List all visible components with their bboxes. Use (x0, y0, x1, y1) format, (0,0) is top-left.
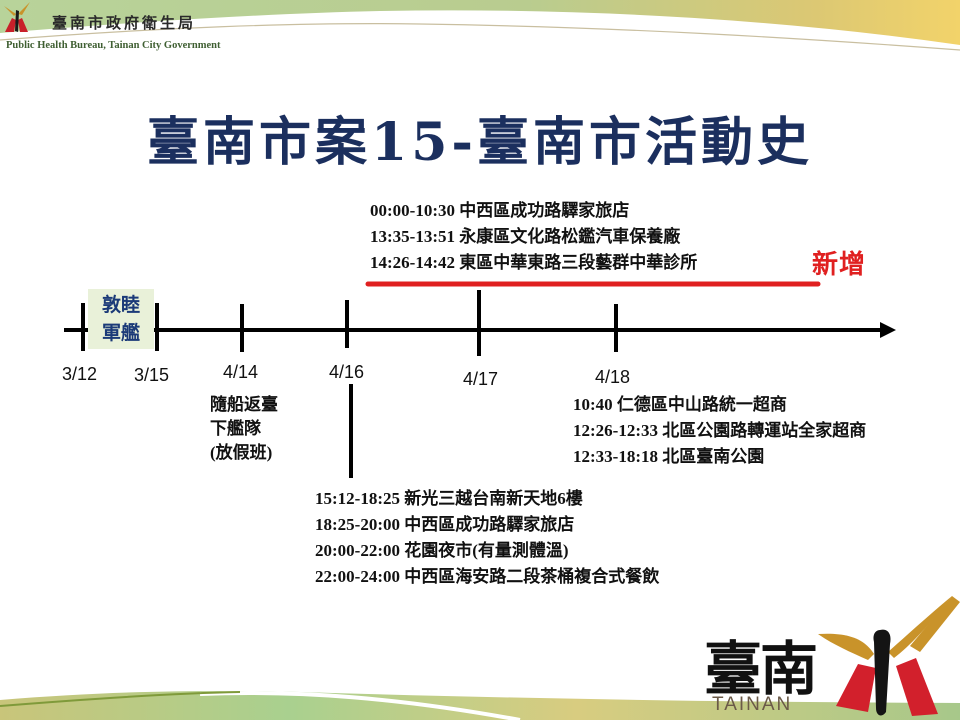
footer-logo-text-cn: 臺南 (704, 635, 818, 703)
header-title-cn: 臺南市政府衛生局 (52, 14, 197, 32)
event-line: 隨船返臺 (210, 395, 278, 414)
tainan-logo-icon (4, 2, 30, 32)
event-line: 12:26-12:33 北區公園路轉運站全家超商 (573, 421, 867, 440)
event-line: (放假班) (210, 443, 273, 462)
events-4-18: 10:40 仁德區中山路統一超商 12:26-12:33 北區公園路轉運站全家超… (573, 392, 866, 470)
ship-box-line2: 軍艦 (101, 322, 140, 344)
date-label-4-14: 4/14 (223, 362, 259, 382)
date-label-4-17: 4/17 (463, 369, 499, 389)
event-line: 22:00-24:00 中西區海安路二段茶桶複合式餐飲 (315, 567, 660, 586)
date-label-3-15: 3/15 (134, 365, 170, 385)
event-line: 10:40 仁德區中山路統一超商 (573, 395, 787, 414)
event-line: 12:33-18:18 北區臺南公園 (573, 447, 765, 466)
event-line: 00:00-10:30 中西區成功路驛家旅店 (370, 201, 630, 220)
ship-box-line1: 敦睦 (101, 294, 140, 316)
footer-logo-text-en: TAINAN (712, 694, 793, 715)
event-line: 下艦隊 (210, 419, 261, 438)
date-label-4-18: 4/18 (595, 367, 631, 387)
events-4-16: 15:12-18:25 新光三越台南新天地6樓 18:25-20:00 中西區成… (315, 486, 659, 590)
event-line: 14:26-14:42 東區中華東路三段藝群中華診所 (370, 253, 698, 272)
events-4-17: 00:00-10:30 中西區成功路驛家旅店 13:35-13:51 永康區文化… (370, 198, 697, 276)
event-line: 15:12-18:25 新光三越台南新天地6樓 (315, 489, 583, 508)
header-banner (0, 0, 960, 51)
arrow-right-icon (880, 322, 896, 338)
events-4-14: 隨船返臺 下艦隊 (放假班) (210, 393, 278, 465)
new-badge: 新增 (812, 250, 867, 280)
event-line: 13:35-13:51 永康區文化路松鑑汽車保養廠 (370, 227, 681, 246)
date-label-4-16: 4/16 (329, 362, 365, 382)
event-line: 18:25-20:00 中西區成功路驛家旅店 (315, 515, 575, 534)
page-title: 臺南市案15-臺南市活動史 (147, 112, 813, 173)
date-label-3-12: 3/12 (62, 364, 98, 384)
ship-box: 敦睦 軍艦 (88, 289, 154, 349)
tainan-emblem-icon (818, 596, 960, 716)
event-line: 20:00-22:00 花園夜市(有量測體溫) (315, 541, 569, 560)
footer-logo: 臺南 TAINAN (700, 594, 960, 720)
header-title-en: Public Health Bureau, Tainan City Govern… (6, 40, 221, 51)
